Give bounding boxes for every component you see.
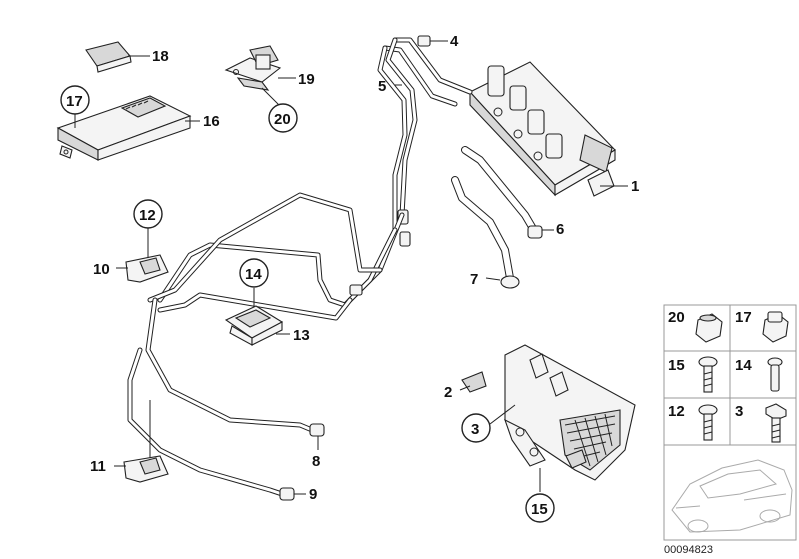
callout-12-ring	[133, 199, 163, 229]
callout-15-ring	[525, 493, 555, 523]
callout-10: 10	[93, 261, 110, 278]
part-11-holder	[114, 400, 169, 483]
callout-12: 12	[139, 207, 156, 224]
main-brake-pipes	[147, 192, 405, 321]
callout-11: 11	[90, 458, 106, 475]
part-16-control-unit	[56, 95, 200, 161]
callout-9: 9	[309, 486, 317, 503]
parts-8-9-lines	[127, 297, 325, 501]
callout-20-ring	[268, 103, 298, 133]
callout-18: 18	[152, 48, 169, 65]
callout-13: 13	[293, 327, 310, 344]
callout-20: 20	[274, 111, 291, 128]
panel-label-12: 12	[668, 403, 685, 420]
parts-6-7-hoses	[451, 146, 554, 289]
car-silhouette	[671, 459, 793, 533]
callout-1: 1	[631, 178, 639, 195]
callout-5: 5	[378, 78, 386, 95]
panel-label-3: 3	[735, 403, 743, 420]
part-bracket	[459, 344, 636, 492]
callout-17-ring	[60, 85, 90, 115]
part-13-clip	[224, 288, 290, 346]
callout-8: 8	[312, 453, 320, 470]
callout-6: 6	[556, 221, 564, 238]
callout-15: 15	[531, 501, 548, 518]
callout-4: 4	[450, 33, 459, 50]
part-1-valve-block	[469, 61, 628, 197]
panel-label-15: 15	[668, 357, 685, 374]
parts-4-5-pipes	[377, 35, 473, 247]
callout-3: 3	[471, 421, 479, 438]
panel-bolt-3	[765, 403, 787, 421]
panel-label-17: 17	[735, 309, 752, 326]
callout-2: 2	[444, 384, 452, 401]
callout-19: 19	[298, 71, 315, 88]
callout-14-ring	[239, 258, 269, 288]
panel-label-20: 20	[668, 309, 685, 326]
callout-17: 17	[66, 93, 83, 110]
part-18-pad	[85, 41, 150, 73]
panel-nut-20	[695, 313, 723, 343]
callout-14: 14	[245, 266, 262, 283]
callout-7: 7	[470, 271, 478, 288]
part-10-holder	[116, 228, 169, 283]
parts-panel	[663, 304, 797, 541]
callout-16: 16	[203, 113, 220, 130]
part-19-sensor	[224, 45, 296, 91]
callout-3-ring	[461, 413, 491, 443]
panel-label-14: 14	[735, 357, 752, 374]
diagram-reference-number: 00094823	[664, 544, 713, 556]
